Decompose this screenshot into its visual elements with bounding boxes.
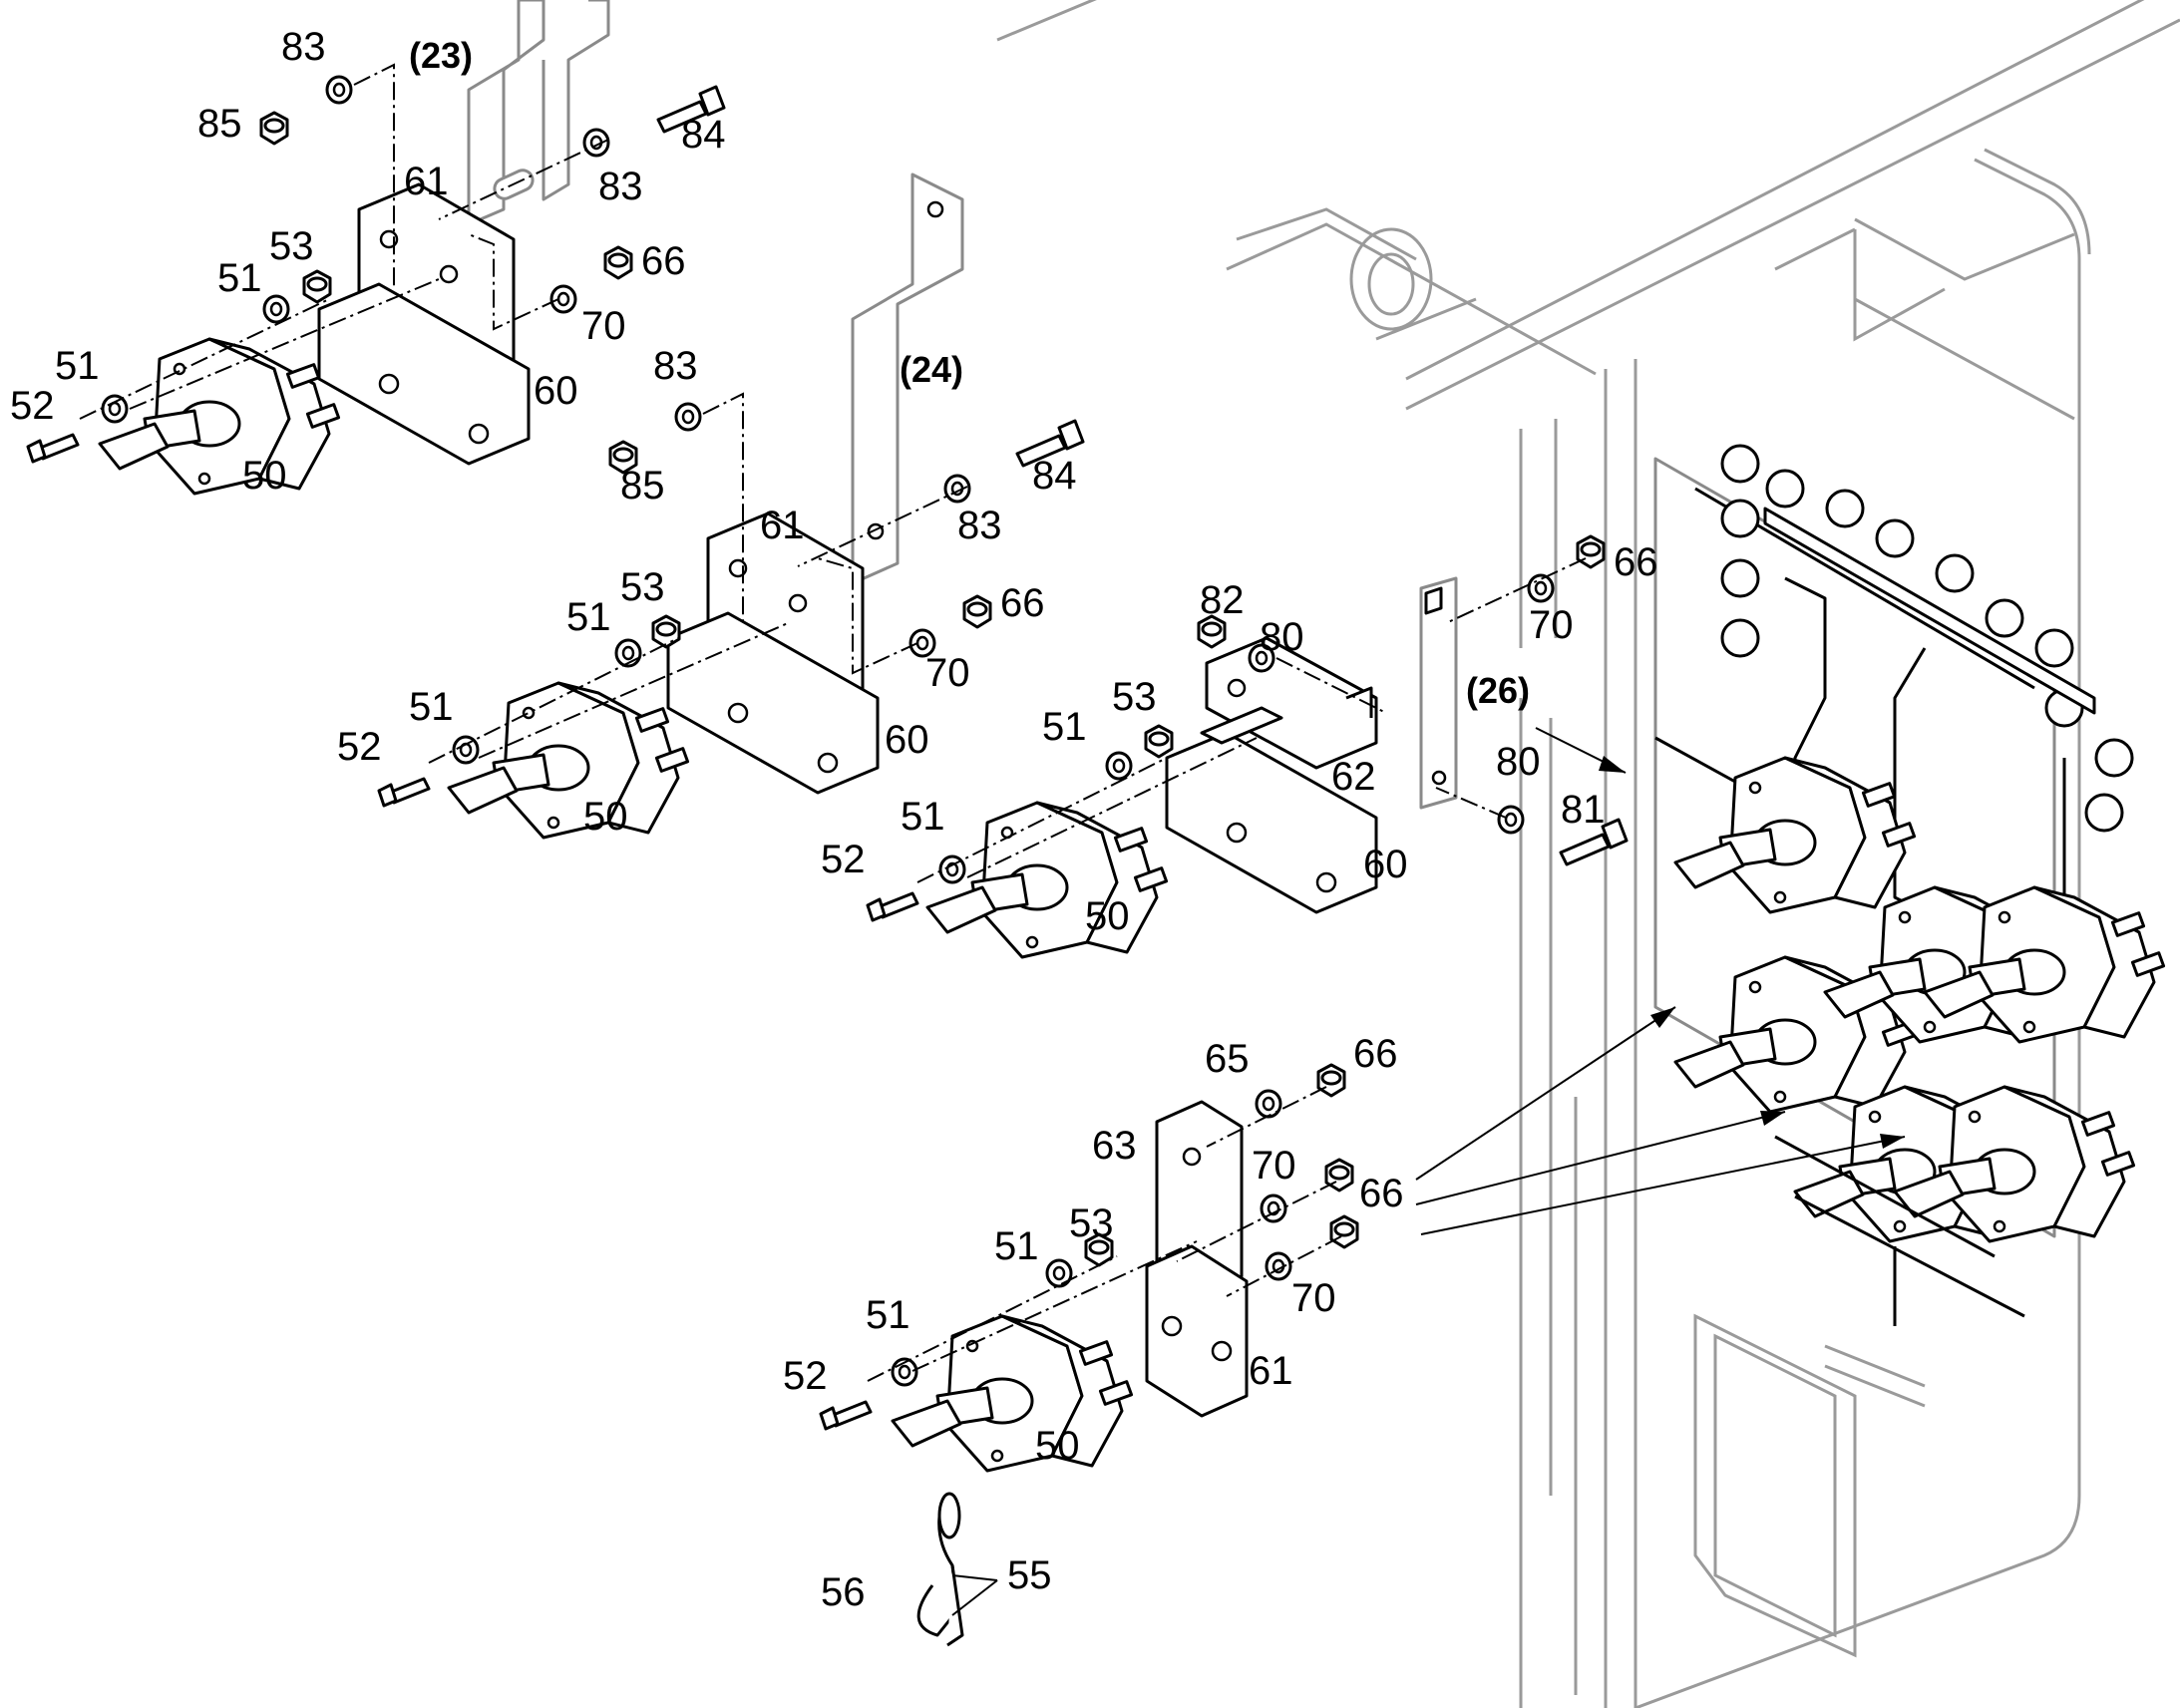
callout-51: 51 (55, 344, 100, 388)
callout-66: 66 (1359, 1172, 1404, 1215)
callout-60: 60 (885, 718, 929, 762)
callout-51: 51 (409, 685, 454, 729)
callout-70: 70 (1252, 1144, 1296, 1188)
callout-66: 66 (1000, 581, 1045, 625)
ref-label-23: (23) (409, 35, 473, 76)
callout-70: 70 (1529, 603, 1574, 647)
callout-82: 82 (1200, 578, 1245, 622)
callout-83: 83 (598, 165, 643, 208)
key-lanyard (916, 1492, 964, 1647)
callout-51: 51 (217, 256, 262, 300)
callout-52: 52 (337, 725, 382, 769)
callout-53: 53 (1112, 675, 1157, 719)
ref-label-26: (26) (1466, 670, 1530, 711)
callout-83: 83 (957, 504, 1002, 547)
callout-60: 60 (534, 369, 578, 413)
ref-label-24: (24) (900, 349, 963, 390)
callout-66: 66 (1614, 540, 1658, 584)
callout-50: 50 (1035, 1424, 1080, 1468)
callout-51: 51 (901, 795, 945, 839)
callout-50: 50 (1085, 894, 1130, 938)
callout-70: 70 (581, 304, 626, 348)
callout-85: 85 (620, 464, 665, 508)
callout-53: 53 (269, 224, 314, 268)
callout-51: 51 (994, 1224, 1039, 1268)
terminal-cluster (1720, 444, 2134, 937)
assembly-group-3 (866, 534, 1629, 959)
callout-60: 60 (1363, 843, 1408, 886)
callout-70: 70 (1291, 1276, 1336, 1320)
callout-85: 85 (197, 102, 242, 146)
callout-61: 61 (404, 160, 449, 203)
assembly-group-2 (377, 392, 1085, 840)
assembly-group-1 (26, 63, 726, 496)
callout-56: 56 (821, 1570, 866, 1614)
leader-lines (951, 727, 1906, 1616)
callout-53: 53 (1069, 1201, 1114, 1245)
assembly-group-4 (819, 1063, 1359, 1647)
callout-61: 61 (760, 504, 805, 547)
callout-50: 50 (242, 454, 287, 498)
reference-strap-24 (851, 172, 964, 585)
reference-strap-23 (467, 0, 610, 226)
callout-65: 65 (1205, 1037, 1250, 1081)
callout-70: 70 (925, 651, 970, 695)
callout-50: 50 (583, 795, 628, 839)
callout-51: 51 (566, 595, 611, 639)
callout-51: 51 (866, 1293, 910, 1337)
reference-strap-26 (1419, 576, 1458, 810)
callout-84: 84 (1032, 454, 1077, 498)
callout-63: 63 (1092, 1124, 1137, 1168)
callout-61: 61 (1249, 1349, 1293, 1393)
callout-80: 80 (1496, 740, 1541, 784)
callout-84: 84 (681, 113, 726, 157)
callout-80: 80 (1260, 615, 1304, 659)
callout-52: 52 (821, 838, 866, 881)
arrowheads (1599, 756, 1905, 1149)
callout-52: 52 (783, 1354, 828, 1398)
callout-53: 53 (620, 565, 665, 609)
callout-52: 52 (10, 384, 55, 428)
callout-51: 51 (1042, 705, 1087, 749)
cabinet-frame (996, 0, 2180, 1708)
callout-55: 55 (1007, 1553, 1052, 1597)
callout-83: 83 (653, 344, 698, 388)
callout-81: 81 (1561, 788, 1606, 832)
callout-66: 66 (1353, 1032, 1398, 1076)
installed-switch-panel (1653, 444, 2166, 1326)
callout-83: 83 (281, 25, 326, 69)
callout-66: 66 (641, 239, 686, 283)
callout-62: 62 (1331, 755, 1376, 799)
